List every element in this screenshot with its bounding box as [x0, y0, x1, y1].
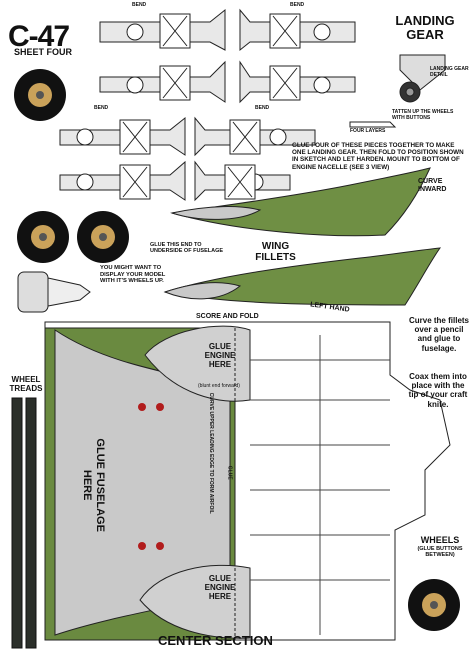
- gear-piece-5: [59, 116, 186, 156]
- bend-label-4: BEND: [255, 105, 270, 111]
- glue-instructions: GLUE FOUR OF THESE PIECES TOGETHER TO MA…: [292, 142, 464, 171]
- wheels-label: WHEELS: [420, 535, 460, 545]
- curve-inward: CURVE INWARD: [418, 178, 447, 193]
- wheel-mid-left-2: [77, 211, 129, 263]
- wheel-mid-left-1: [17, 211, 69, 263]
- glue-small-label: GLUE: [226, 465, 233, 480]
- wheel-top-left: [14, 69, 66, 121]
- bend-label-2: BEND: [290, 2, 305, 8]
- center-section-label: CENTER SECTION: [158, 633, 273, 648]
- title: C-47: [8, 20, 70, 53]
- bend-label-1: BEND: [132, 2, 147, 8]
- four-layers-marker: [349, 121, 397, 128]
- gear-piece-6: [194, 116, 316, 157]
- gear-piece-7: [59, 160, 186, 201]
- glue-engine-bottom: GLUE ENGINE HERE: [204, 574, 236, 601]
- bend-label-3: BEND: [94, 105, 109, 111]
- wing-fillet-upper: [171, 167, 431, 237]
- landing-gear-detail: LANDING GEAR DETAIL: [430, 66, 469, 78]
- tatten-note: TATTEN UP THE WHEELS WITH BUTTONS: [392, 109, 454, 121]
- center-section-panel: [44, 321, 451, 641]
- wheels-note: (GLUE BUTTONS BETWEEN): [417, 546, 463, 559]
- four-layers-label: FOUR LAYERS: [350, 128, 386, 134]
- display-note: YOU MIGHT WANT TO DISPLAY YOUR MODEL WIT…: [100, 265, 166, 285]
- landing-gear-pieces: [59, 8, 356, 202]
- wheel-treads: [11, 397, 37, 649]
- landing-gear-sketch: [399, 54, 446, 103]
- curve-upper-note: CURVE UPPER LEADING EDGE TO FORM AIRFOIL: [207, 392, 214, 514]
- wheel-bottom-right: [408, 579, 460, 631]
- landing-gear-title: LANDING GEAR: [395, 13, 455, 42]
- curve-fillets-note: Curve the fillets over a pencil and glue…: [408, 316, 469, 353]
- gear-piece-4: [239, 60, 356, 104]
- glue-end-note: GLUE THIS END TO UNDERSIDE OF FUSELAGE: [150, 242, 224, 255]
- blunt-end-note: (blunt end forward): [198, 383, 240, 389]
- wheel-treads-label: WHEEL TREADS: [9, 375, 43, 393]
- engine-sketch: [17, 271, 91, 313]
- sheet-label: SHEET FOUR: [14, 47, 73, 57]
- gear-piece-1: [99, 8, 226, 51]
- wing-fillets-title: WING FILLETS: [255, 241, 296, 263]
- gear-piece-2: [239, 8, 356, 52]
- glue-fuselage-here: GLUE FUSELAGE HERE: [81, 438, 107, 532]
- glue-engine-top: GLUE ENGINE HERE: [204, 342, 236, 369]
- score-fold-label: SCORE AND FOLD: [196, 313, 259, 320]
- gear-piece-3: [99, 60, 226, 103]
- coax-note: Coax them into place with the tip of you…: [408, 372, 468, 409]
- gear-piece-8: [194, 160, 291, 202]
